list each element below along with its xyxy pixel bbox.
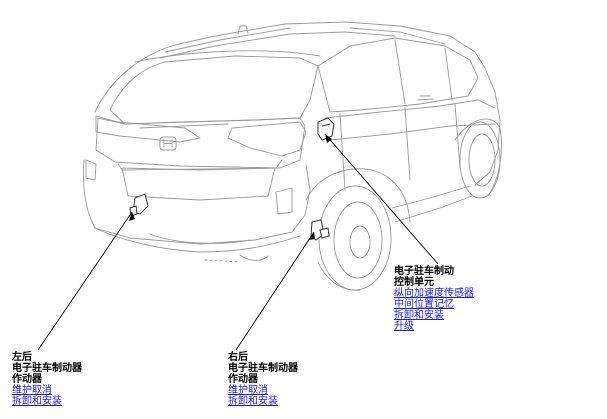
callout-title-line: 电子驻车制动器 — [12, 363, 82, 374]
link-removal-installation[interactable]: 拆卸和安装 — [228, 396, 278, 407]
left-actuator-marker — [129, 193, 149, 217]
car-outline — [82, 21, 502, 291]
link-removal-installation[interactable]: 拆卸和安装 — [394, 310, 444, 321]
link-upgrade[interactable]: 升级 — [394, 321, 414, 332]
callout-left-rear-actuator: 左后 电子驻车制动器 作动器 维护取消 拆卸和安装 — [12, 352, 82, 407]
link-neutral-position-memory[interactable]: 中间位置记忆 — [394, 299, 454, 310]
leader-line-right — [235, 231, 315, 351]
control-unit-marker — [317, 117, 335, 141]
callout-title-line: 电子驻车制动器 — [228, 363, 298, 374]
leader-arrowheads — [129, 134, 332, 240]
callout-title-line: 左后 — [12, 352, 32, 363]
callout-title-line: 作动器 — [228, 374, 258, 385]
link-longitudinal-accel-sensor[interactable]: 纵向加速度传感器 — [394, 288, 474, 299]
callout-title-line: 右后 — [228, 352, 248, 363]
callout-right-rear-actuator: 右后 电子驻车制动器 作动器 维护取消 拆卸和安装 — [228, 352, 298, 407]
callout-control-unit: 电子驻车制动 控制单元 纵向加速度传感器 中间位置记忆 拆卸和安装 升级 — [394, 266, 474, 332]
link-removal-installation[interactable]: 拆卸和安装 — [12, 396, 62, 407]
link-maintenance-cancel[interactable]: 维护取消 — [12, 385, 52, 396]
callout-title-line: 电子驻车制动 — [394, 266, 454, 277]
callout-title-line: 控制单元 — [394, 277, 434, 288]
callout-title-line: 作动器 — [12, 374, 42, 385]
leader-lines — [37, 133, 439, 351]
leader-line-left — [37, 211, 133, 351]
link-maintenance-cancel[interactable]: 维护取消 — [228, 385, 268, 396]
leader-line-unit — [324, 133, 439, 265]
